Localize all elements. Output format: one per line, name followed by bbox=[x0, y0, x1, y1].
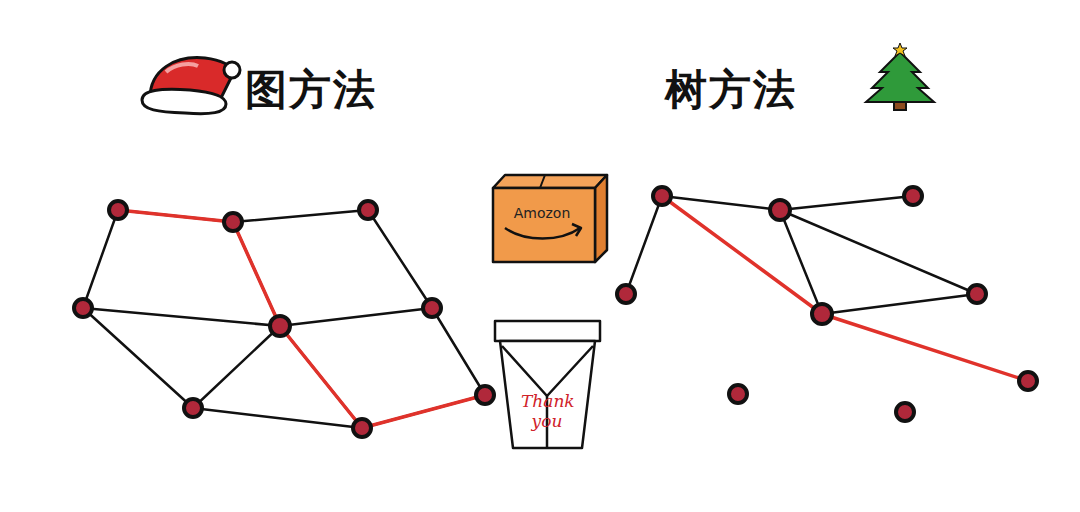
graph-edges bbox=[83, 210, 485, 428]
section-title: 树方法 bbox=[665, 62, 797, 118]
santa-hat bbox=[142, 58, 240, 114]
christmas-tree bbox=[866, 43, 934, 110]
graph-dots bbox=[74, 201, 494, 437]
tree-dots bbox=[617, 187, 1037, 421]
section-title: 图方法 bbox=[245, 62, 377, 118]
takeout-box bbox=[495, 321, 600, 448]
tree-path bbox=[662, 196, 1028, 381]
graph-path bbox=[118, 210, 485, 428]
cup-note: Thank you bbox=[521, 392, 573, 431]
box-brand: Amozon bbox=[514, 205, 571, 221]
package-box bbox=[493, 175, 607, 262]
tree-edges bbox=[626, 196, 977, 314]
